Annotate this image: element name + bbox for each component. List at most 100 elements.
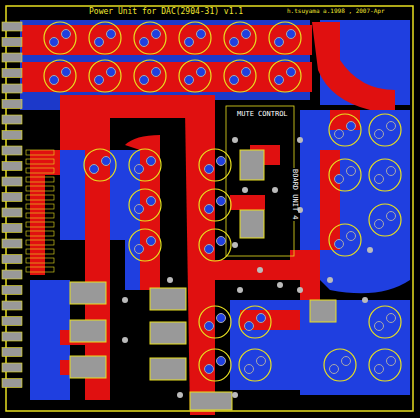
- capacitor-outline: [324, 349, 356, 381]
- pad: [287, 68, 296, 77]
- via: [362, 297, 368, 303]
- terminal: [2, 115, 22, 124]
- pad: [347, 232, 356, 241]
- pad: [95, 38, 104, 47]
- component-outline: [26, 195, 54, 200]
- pad: [140, 38, 149, 47]
- capacitor-outline: [134, 60, 166, 92]
- pad: [147, 237, 156, 246]
- pad: [375, 365, 384, 374]
- component-outline: [26, 222, 54, 227]
- pad: [217, 197, 226, 206]
- capacitor-outline: [44, 22, 76, 54]
- board-label: BOARD UNIT 4: [291, 168, 298, 221]
- terminal: [2, 177, 22, 186]
- via: [297, 287, 303, 293]
- section-outline: [226, 106, 294, 256]
- pad: [217, 357, 226, 366]
- pad: [330, 365, 339, 374]
- pad: [50, 76, 59, 85]
- pad: [387, 167, 396, 176]
- terminal: [2, 146, 22, 155]
- capacitor-outline: [199, 149, 231, 181]
- capacitor-outline: [369, 204, 401, 236]
- pad: [217, 237, 226, 246]
- pad: [135, 165, 144, 174]
- pad: [102, 157, 111, 166]
- capacitor-outline: [239, 306, 271, 338]
- pad: [275, 76, 284, 85]
- pad: [152, 68, 161, 77]
- pad: [335, 175, 344, 184]
- via: [122, 337, 128, 343]
- copper-trace-top: [22, 22, 395, 415]
- pad: [95, 76, 104, 85]
- terminal: [2, 100, 22, 109]
- terminal: [2, 22, 22, 31]
- pad: [375, 220, 384, 229]
- component-outline: [26, 204, 54, 209]
- pad: [387, 357, 396, 366]
- pad: [205, 365, 214, 374]
- pad: [185, 76, 194, 85]
- via: [257, 267, 263, 273]
- pad: [135, 245, 144, 254]
- via: [242, 187, 248, 193]
- pad: [50, 38, 59, 47]
- pad: [242, 30, 251, 39]
- pad: [242, 68, 251, 77]
- via: [177, 392, 183, 398]
- component-outline: [26, 150, 54, 155]
- component-outline: [26, 177, 54, 182]
- pad: [185, 38, 194, 47]
- pad: [205, 165, 214, 174]
- pad: [62, 30, 71, 39]
- component-outline: [26, 258, 54, 263]
- pad: [387, 122, 396, 131]
- terminal: [2, 162, 22, 171]
- pad: [347, 167, 356, 176]
- capacitor-outline: [199, 306, 231, 338]
- pad: [107, 68, 116, 77]
- pad: [152, 30, 161, 39]
- capacitor-outline: [199, 229, 231, 261]
- pad: [140, 76, 149, 85]
- pad: [217, 314, 226, 323]
- capacitor-outline: [129, 189, 161, 221]
- capacitor-outline: [129, 229, 161, 261]
- pad: [287, 30, 296, 39]
- capacitor-outline: [84, 149, 116, 181]
- capacitor-outline: [369, 114, 401, 146]
- via: [122, 297, 128, 303]
- capacitor-outline: [369, 306, 401, 338]
- component-outline: [26, 240, 54, 245]
- via: [232, 137, 238, 143]
- pad: [342, 357, 351, 366]
- capacitor-outline: [44, 60, 76, 92]
- terminal: [2, 38, 22, 47]
- regulator: [70, 150, 336, 380]
- pad: [230, 38, 239, 47]
- via: [272, 187, 278, 193]
- capacitor-outline: [329, 114, 361, 146]
- terminal: [2, 208, 22, 217]
- capacitor-outline: [269, 60, 301, 92]
- capacitor-outline: [224, 22, 256, 54]
- terminal: [2, 363, 22, 372]
- pad: [197, 30, 206, 39]
- terminal: [2, 239, 22, 248]
- terminal: [2, 348, 22, 357]
- pad: [147, 157, 156, 166]
- pad: [147, 197, 156, 206]
- via: [167, 277, 173, 283]
- component-outline: [26, 213, 54, 218]
- capacitor-outline: [329, 159, 361, 191]
- terminal: [2, 332, 22, 341]
- pad: [387, 314, 396, 323]
- pad: [375, 322, 384, 331]
- via: [232, 242, 238, 248]
- credit-note: h.tsuyama a.1998 , 2007-Apr: [286, 8, 386, 14]
- board-outline: [6, 6, 413, 411]
- pad: [90, 165, 99, 174]
- pad: [257, 314, 266, 323]
